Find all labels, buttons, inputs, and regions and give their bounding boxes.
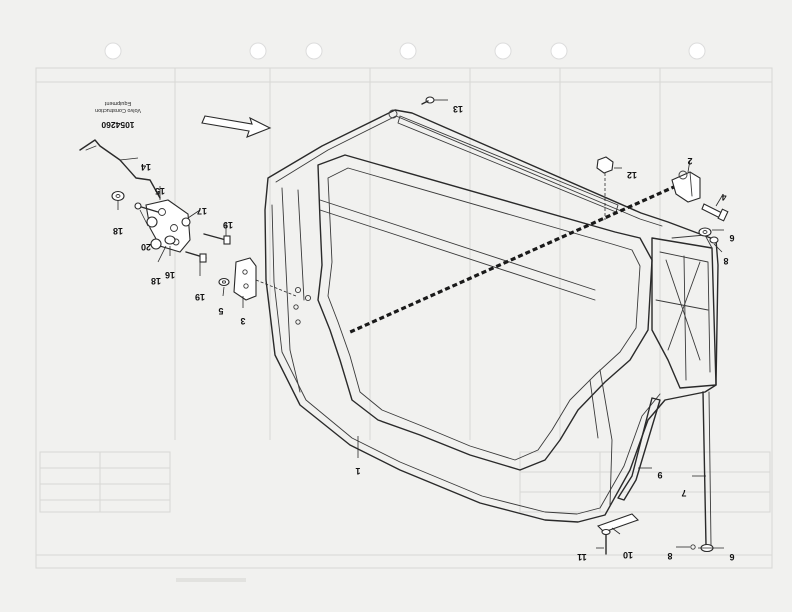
part-4-bolt: [701, 203, 729, 222]
callout-16: 16: [165, 270, 175, 280]
binder-holes: [104, 42, 706, 60]
reverse-side-bleed: [35, 67, 773, 582]
part-5-washer: [218, 277, 230, 287]
callout-14: 14: [141, 162, 151, 172]
callout-6b: 6: [729, 552, 734, 562]
part-11-bolt: [601, 528, 611, 555]
part-19-bolts: [185, 233, 231, 263]
doc-header: 1054260 Volvo Construction Equipment: [95, 100, 141, 130]
callout-18a: 18: [113, 226, 123, 236]
binder-hole: [399, 42, 417, 60]
binder-hole: [305, 42, 323, 60]
callout-1: 1: [355, 466, 360, 476]
binder-hole: [494, 42, 512, 60]
callout-8a: 8: [723, 256, 728, 266]
doc-number: 1054260: [101, 120, 134, 130]
part-15-17-hinge-plate: [145, 199, 191, 253]
leader-lines: [117, 99, 724, 549]
part-6-8-washers-upper: [698, 227, 719, 244]
part-9-weatherstrip: [617, 397, 661, 501]
doc-caption-line2: Equipment: [104, 100, 131, 106]
callout-9: 9: [657, 470, 662, 480]
binder-hole: [688, 42, 706, 60]
callout-10: 10: [623, 550, 633, 560]
part-2-bracket: [671, 170, 701, 203]
callout-19a: 19: [223, 220, 233, 230]
assembly-dashed-line: [347, 184, 677, 335]
callout-5: 5: [218, 306, 223, 316]
door-frame: [264, 109, 719, 523]
door-corner-truss: [651, 234, 717, 389]
callout-17: 17: [197, 206, 207, 216]
part-12-nut: [596, 156, 614, 220]
binder-hole: [104, 42, 122, 60]
callout-7: 7: [681, 488, 686, 498]
callout-3: 3: [240, 316, 245, 326]
part-20-pin: [134, 202, 159, 213]
callout-20: 20: [141, 242, 151, 252]
doc-caption-line1: Volvo Construction: [95, 107, 141, 113]
part-3-striker-plate: [233, 257, 297, 301]
callout-12: 12: [627, 170, 637, 180]
callout-4: 4: [721, 192, 726, 202]
callout-2: 2: [687, 156, 692, 166]
part-10-lower-bracket: [596, 513, 640, 533]
callout-8b: 8: [667, 551, 672, 561]
callout-labels: 1 2 3 4 5 6 6 7 8 8 9 10 11 12 13 14 15 …: [113, 104, 735, 562]
callout-6a: 6: [729, 233, 734, 243]
direction-arrow-icon: [201, 115, 272, 138]
binder-hole: [550, 42, 568, 60]
callout-11: 11: [577, 552, 587, 562]
callout-19b: 19: [195, 292, 205, 302]
top-seal-clip: [388, 109, 398, 119]
callout-15: 15: [155, 186, 165, 196]
part-13-screw: [421, 96, 435, 105]
callout-18b: 18: [151, 276, 161, 286]
callout-13: 13: [453, 104, 463, 114]
binder-hole: [249, 42, 267, 60]
